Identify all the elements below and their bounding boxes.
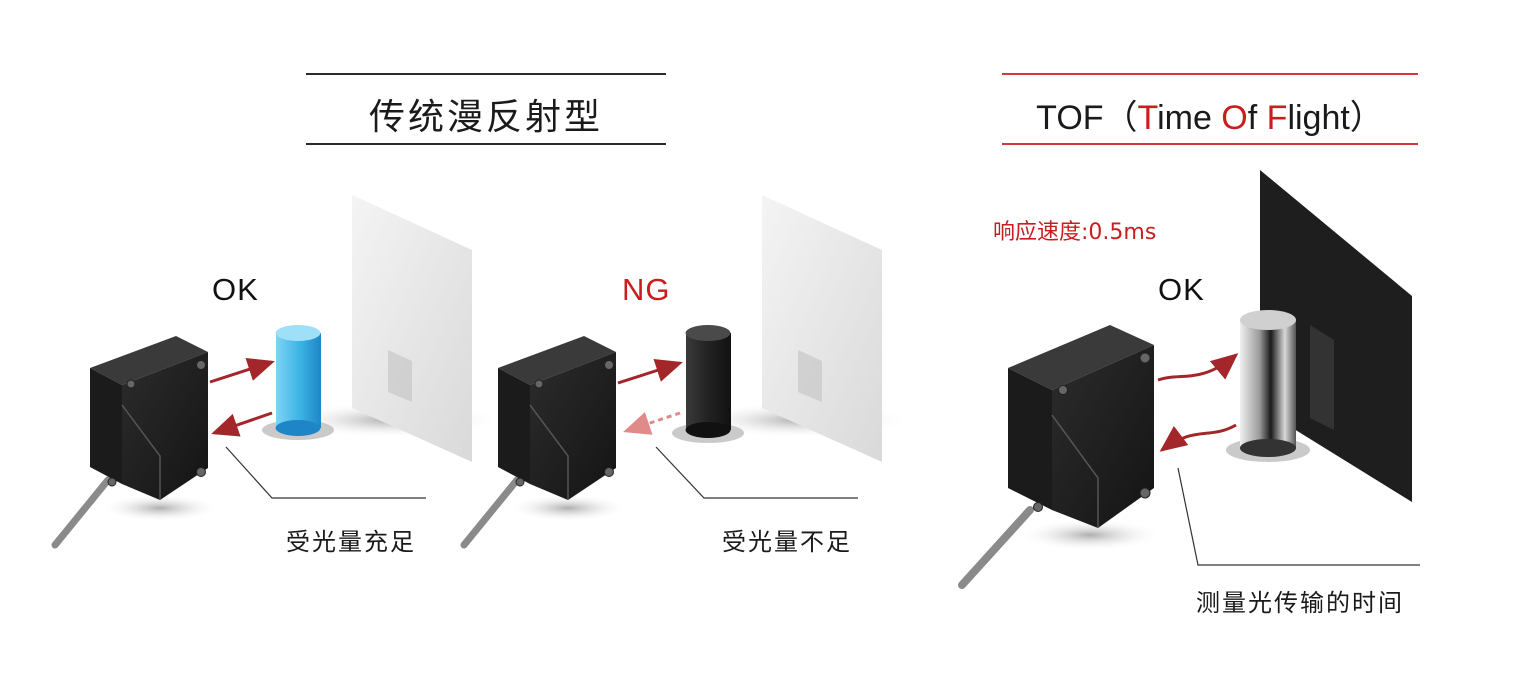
left-panel-title: 传统漫反射型 — [368, 97, 603, 138]
right-panel-title: TOF（Time Of Flight） — [1002, 90, 1418, 139]
ok-status-label: OK — [212, 272, 259, 307]
tof-ok-status-label: OK — [1158, 272, 1205, 307]
emit-arrow — [617, 358, 683, 385]
left-title-bottom-rule — [306, 143, 666, 145]
scene-tof — [958, 170, 1420, 589]
return-arrow — [1159, 423, 1237, 452]
reflector-wall — [762, 195, 882, 462]
chrome-target-body — [1240, 320, 1296, 448]
weak-return-arrow — [623, 411, 681, 435]
caption-leader-line — [225, 446, 426, 499]
dark-reflector-wall — [1260, 170, 1412, 502]
sensor-cable — [51, 476, 112, 549]
title-letter-o: O — [1221, 99, 1248, 137]
left-title-top-rule — [306, 73, 666, 75]
ok-caption: 受光量充足 — [286, 528, 416, 556]
dark-target-top — [685, 325, 731, 341]
ng-caption: 受光量不足 — [722, 528, 852, 556]
dark-target-body — [686, 333, 731, 430]
right-title-top-rule — [1002, 73, 1418, 75]
emit-arrow — [1157, 353, 1239, 382]
return-arrow — [211, 411, 273, 437]
reflector-wall — [352, 195, 472, 462]
sensor-body — [122, 352, 208, 500]
tof-sensor-body — [1052, 345, 1154, 528]
cyan-target-body — [276, 333, 321, 428]
title-letter-f: F — [1266, 99, 1288, 137]
ng-status-label: NG — [622, 272, 671, 307]
response-speed-label: 响应速度:0.5ms — [993, 220, 1157, 245]
title-light: light） — [1287, 99, 1384, 137]
caption-leader-line — [1177, 467, 1420, 566]
title-letter-t: T — [1137, 99, 1158, 137]
title-f-word: f — [1247, 99, 1267, 137]
scene-ng-traditional — [460, 195, 910, 549]
title-prefix: TOF（ — [1036, 99, 1138, 137]
chrome-target-top — [1240, 310, 1296, 330]
cyan-target-top — [275, 325, 321, 341]
sensor-body — [530, 352, 616, 500]
right-title-bottom-rule — [1002, 143, 1418, 145]
emit-arrow — [209, 357, 275, 384]
tof-caption: 测量光传输的时间 — [1196, 589, 1404, 617]
title-ime: ime — [1157, 99, 1222, 137]
wall-shadow-patch — [388, 350, 412, 402]
scene-ok-traditional — [51, 195, 500, 549]
caption-leader-line — [655, 446, 858, 499]
